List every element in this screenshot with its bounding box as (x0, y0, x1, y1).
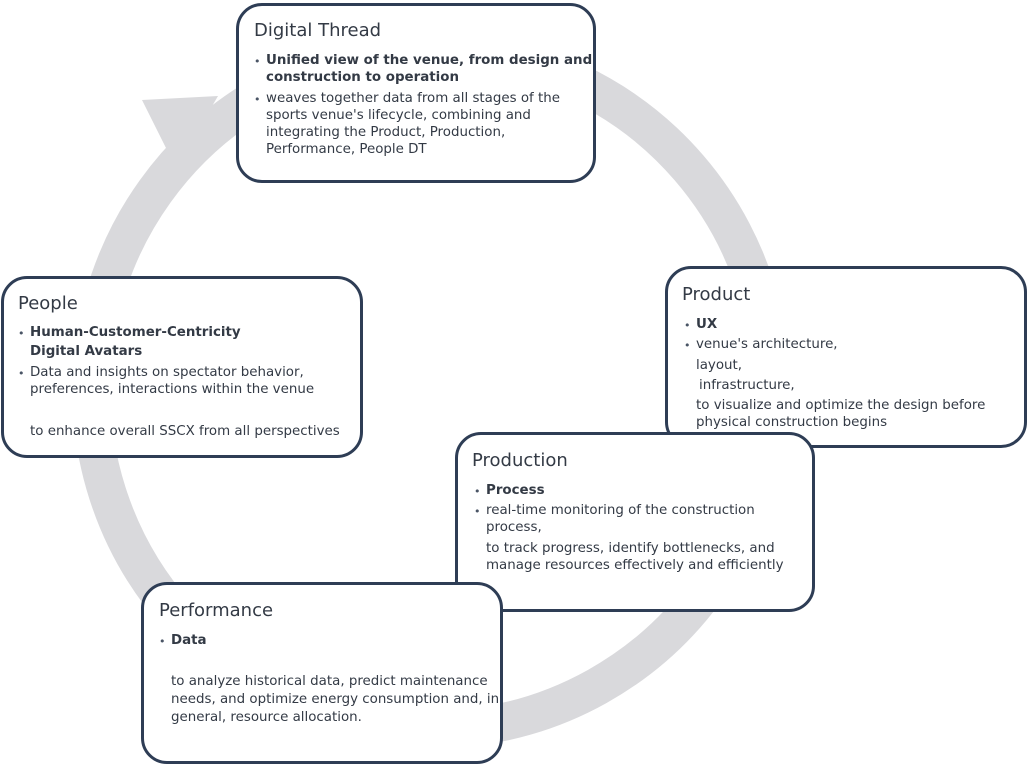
production-point-2-line-4: manage resources effectively and efficie… (486, 558, 784, 573)
performance-title: Performance (159, 600, 274, 621)
bullet-icon: • (254, 93, 261, 106)
production-title: Production (472, 450, 568, 471)
digital-thread-point-2-line-2: sports venue's lifecycle, combining and (266, 108, 531, 123)
digital-thread-point-2-line-3: integrating the Product, Production, (266, 125, 506, 140)
people-box: People • Human-Customer-Centricity Digit… (1, 276, 363, 458)
people-summary-line: to enhance overall SSCX from all perspec… (30, 424, 340, 439)
people-title: People (18, 293, 78, 314)
product-point-2-line-2: layout, (696, 358, 743, 373)
production-box: Production • Process • real-time monitor… (455, 432, 815, 612)
product-point-1: UX (696, 317, 718, 332)
digital-thread-box: Digital Thread • Unified view of the ven… (236, 3, 596, 183)
people-point-1-line-1: Human-Customer-Centricity (30, 325, 241, 340)
performance-point-1: Data (171, 633, 207, 648)
people-point-1-line-2: Digital Avatars (30, 344, 143, 359)
production-point-1: Process (486, 483, 545, 498)
performance-detail-line-2: needs, and optimize energy consumption a… (171, 692, 500, 707)
performance-detail-line-1: to analyze historical data, predict main… (171, 674, 488, 689)
product-point-2-line-5: physical construction begins (696, 415, 888, 430)
product-box: Product • UX • venue's architecture, lay… (665, 266, 1027, 448)
cycle-arrowhead (142, 96, 218, 168)
people-point-2-line-1: Data and insights on spectator behavior, (30, 365, 304, 380)
digital-thread-title: Digital Thread (254, 20, 382, 41)
product-point-2-line-4: to visualize and optimize the design bef… (696, 398, 986, 413)
bullet-icon: • (684, 319, 691, 332)
people-point-2-line-2: preferences, interactions within the ven… (30, 382, 315, 397)
performance-box: Performance • Data to analyze historical… (141, 582, 503, 764)
digital-thread-point-1-line-1: Unified view of the venue, from design a… (266, 53, 593, 68)
digital-thread-point-1-line-2: construction to operation (266, 70, 459, 85)
performance-detail-line-3: general, resource allocation. (171, 710, 362, 725)
bullet-icon: • (474, 505, 481, 518)
product-point-2-line-1: venue's architecture, (696, 337, 838, 352)
bullet-icon: • (254, 55, 261, 68)
production-point-2-line-3: to track progress, identify bottlenecks,… (486, 541, 775, 556)
product-point-2-line-3: infrastructure, (699, 378, 795, 393)
product-title: Product (682, 284, 751, 305)
bullet-icon: • (159, 635, 166, 648)
production-point-2-line-1: real-time monitoring of the construction (486, 503, 755, 518)
production-point-2-line-2: process, (486, 520, 542, 535)
bullet-icon: • (18, 327, 25, 340)
bullet-icon: • (684, 339, 691, 352)
bullet-icon: • (18, 367, 25, 380)
digital-thread-point-2-line-1: weaves together data from all stages of … (266, 91, 560, 106)
digital-thread-point-2-line-4: Performance, People DT (266, 142, 427, 157)
bullet-icon: • (474, 485, 481, 498)
